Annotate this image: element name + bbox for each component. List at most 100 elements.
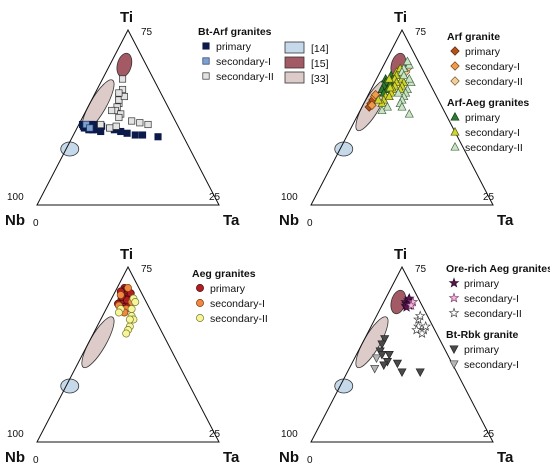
- data-point: [86, 124, 94, 132]
- data-point: [125, 315, 134, 324]
- legend-marker: [196, 284, 204, 292]
- data-point: [123, 129, 131, 137]
- legend-label: primary: [464, 278, 500, 290]
- legend-marker: [202, 57, 210, 65]
- legend-label: secondary-I: [465, 127, 520, 139]
- data-point: [136, 119, 144, 127]
- tick-label: 0: [307, 455, 313, 466]
- legend-title: Ore-rich Aeg granites: [446, 263, 550, 275]
- data-point: [131, 131, 139, 139]
- reference-field-15: [116, 52, 133, 78]
- legend-title: Arf-Aeg granites: [447, 97, 529, 109]
- data-point: [122, 329, 131, 338]
- data-point: [384, 91, 394, 101]
- legend-marker: [449, 345, 459, 355]
- data-point: [416, 327, 428, 339]
- data-point: [377, 105, 387, 115]
- data-point: [370, 364, 380, 374]
- tick-label: 75: [415, 264, 427, 275]
- data-point: [405, 299, 417, 311]
- tick-label: 0: [307, 218, 313, 229]
- legend-label: secondary-II: [216, 71, 274, 83]
- data-point: [397, 101, 407, 111]
- tick-label: 0: [33, 455, 39, 466]
- apex-label-ti: Ti: [394, 9, 407, 26]
- legend-marker: [196, 314, 204, 322]
- data-point: [384, 350, 394, 360]
- data-point: [379, 361, 389, 371]
- reference-field-33: [81, 316, 115, 369]
- legend-label: secondary-I: [465, 61, 520, 73]
- legend-label: primary: [464, 344, 500, 356]
- data-point: [377, 340, 387, 350]
- data-point: [106, 124, 114, 132]
- tick-label: 75: [141, 27, 153, 38]
- data-point: [373, 94, 383, 104]
- data-point: [118, 75, 127, 83]
- data-point: [131, 298, 140, 306]
- legend-label: primary: [216, 41, 252, 53]
- legend-swatch-ref: [284, 71, 305, 84]
- legend-marker: [450, 141, 460, 151]
- legend-title: Arf granite: [447, 31, 500, 43]
- apex-label-nb: Nb: [5, 449, 25, 466]
- data-point: [112, 122, 120, 130]
- data-point: [114, 308, 123, 317]
- data-point: [402, 56, 413, 66]
- ternary-triangle: [36, 265, 220, 443]
- apex-label-ta: Ta: [223, 449, 240, 466]
- data-point: [393, 87, 403, 97]
- data-point: [128, 117, 136, 125]
- apex-label-ta: Ta: [223, 212, 240, 229]
- data-point: [420, 320, 431, 332]
- legend-marker: [202, 42, 210, 50]
- data-point: [385, 82, 395, 92]
- legend-title: Aeg granites: [192, 268, 256, 280]
- tick-label: 25: [209, 429, 221, 440]
- legend-label: secondary-I: [464, 359, 519, 371]
- legend-title: Bt-Arf granites: [198, 26, 272, 38]
- data-point: [415, 368, 425, 378]
- legend-marker: [448, 292, 460, 303]
- legend-marker: [450, 111, 460, 121]
- data-point: [108, 106, 116, 115]
- tick-label: 75: [415, 27, 427, 38]
- tick-label: 100: [281, 429, 298, 440]
- data-point: [115, 89, 123, 97]
- legend-marker: [448, 277, 460, 288]
- legend-label: secondary-II: [465, 142, 523, 154]
- tick-label: 25: [483, 192, 495, 203]
- legend-marker: [450, 76, 460, 86]
- data-point: [127, 305, 136, 313]
- apex-label-ta: Ta: [497, 449, 514, 466]
- legend-marker: [196, 299, 204, 307]
- tick-label: 100: [7, 429, 24, 440]
- legend-label: secondary-I: [210, 298, 265, 310]
- apex-label-ta: Ta: [497, 212, 514, 229]
- legend-label: primary: [210, 283, 246, 295]
- legend-marker: [202, 72, 210, 80]
- legend-marker: [450, 61, 460, 71]
- legend-label: secondary-I: [216, 56, 271, 68]
- legend-marker: [448, 307, 460, 318]
- legend-marker: [449, 360, 459, 370]
- legend-label: [14]: [311, 43, 329, 55]
- apex-label-nb: Nb: [5, 212, 25, 229]
- data-point: [97, 120, 105, 129]
- data-point: [97, 127, 105, 136]
- tick-label: 75: [141, 264, 153, 275]
- apex-label-ti: Ti: [120, 9, 133, 26]
- data-point: [414, 310, 426, 321]
- data-point: [380, 335, 390, 344]
- tick-label: 100: [7, 192, 24, 203]
- data-point: [139, 131, 147, 139]
- ternary-triangle: [310, 28, 494, 206]
- data-point: [392, 359, 403, 369]
- data-point: [397, 368, 407, 378]
- legend-title: Bt-Rbk granite: [446, 329, 518, 341]
- tick-label: 25: [483, 429, 495, 440]
- legend-label: [15]: [311, 58, 329, 70]
